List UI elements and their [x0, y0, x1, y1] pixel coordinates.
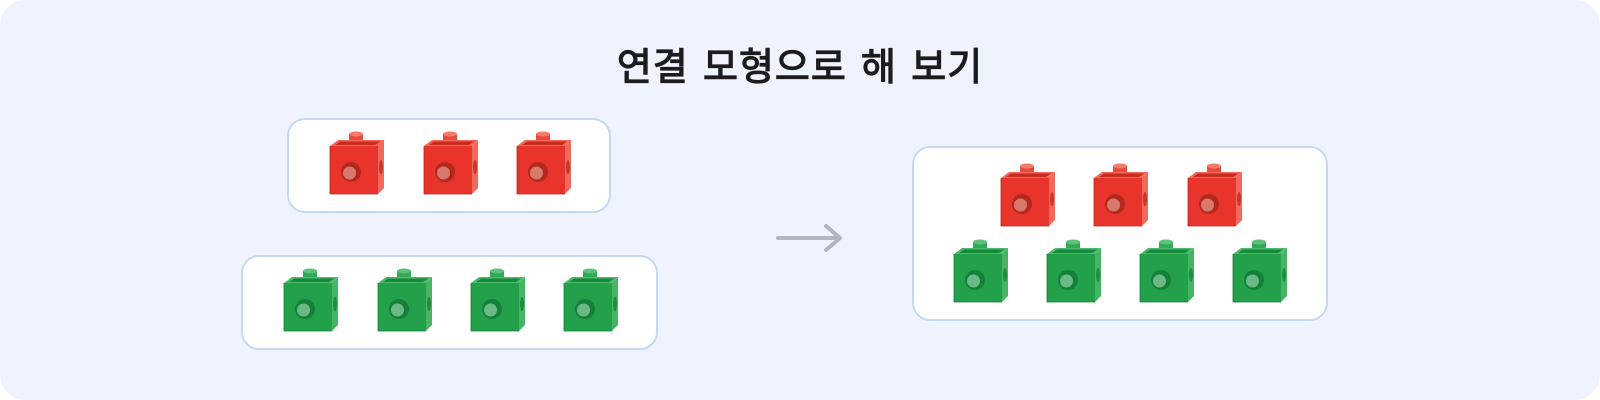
linking-cube-icon: [280, 267, 340, 335]
linking-cube-icon: [1184, 162, 1244, 230]
linking-cube-icon: [467, 267, 527, 335]
linking-cube-icon: [326, 130, 386, 198]
linking-cube-icon: [560, 267, 620, 335]
linking-cube-icon: [997, 162, 1057, 230]
linking-cube-icon: [1090, 162, 1150, 230]
linking-cube-icon: [420, 130, 480, 198]
page-title: 연결 모형으로 해 보기: [616, 45, 984, 89]
linking-cube-icon: [1229, 238, 1289, 306]
right-arrow-icon: [776, 224, 842, 252]
linking-cube-icon: [1136, 238, 1196, 306]
linking-cube-icon: [374, 267, 434, 335]
linking-cube-icon: [513, 130, 573, 198]
linking-cube-icon: [1043, 238, 1103, 306]
linking-cube-icon: [950, 238, 1010, 306]
